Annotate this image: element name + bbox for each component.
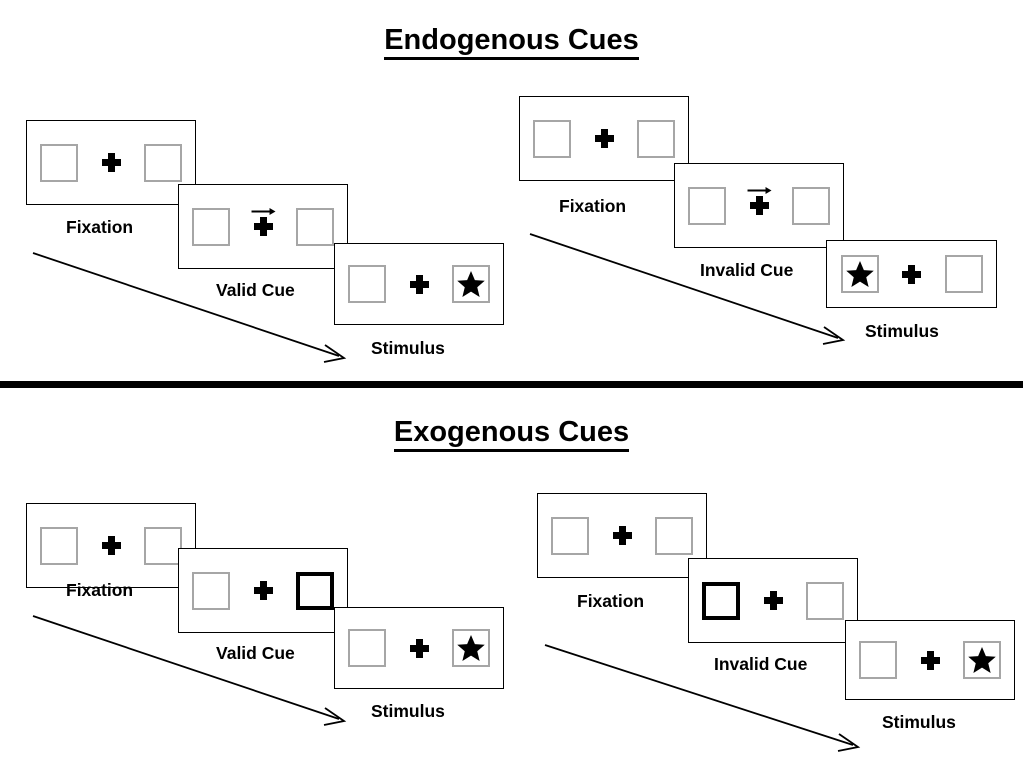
placeholder-box-left: [533, 119, 571, 158]
placeholder-box-left: [859, 641, 897, 679]
stage-label-exogenous-invalid-cue: Invalid Cue: [714, 654, 808, 674]
stage-label-exogenous-valid-cue: Valid Cue: [216, 643, 295, 663]
section-title-endogenous: Endogenous Cues: [0, 24, 1023, 60]
panel-content: [688, 186, 830, 225]
panel-exogenous-valid-fixation: [26, 503, 196, 588]
cued-box-left: [702, 581, 740, 620]
stage-label-exogenous-invalid-fixation: Fixation: [577, 591, 645, 611]
fixation-slot: [744, 186, 774, 225]
placeholder-box-right: [944, 255, 983, 293]
stage-label-endogenous-invalid-fixation: Fixation: [559, 196, 627, 216]
plus-cross-icon: [763, 591, 783, 610]
plus-cross-icon: [101, 153, 121, 172]
placeholder-box-right: [637, 119, 675, 158]
panel-endogenous-valid-stimulus: [334, 243, 504, 325]
panel-content: [551, 516, 693, 555]
fixation-slot: [607, 517, 637, 555]
stage-label-endogenous-invalid-cue: Invalid Cue: [700, 260, 794, 280]
placeholder-box-left: [40, 526, 78, 565]
stage-label-exogenous-invalid-stimulus: Stimulus: [882, 712, 956, 732]
plus-cross-icon: [409, 274, 429, 294]
placeholder-box-right: [452, 265, 490, 303]
placeholder-box-left: [551, 516, 589, 555]
flow-arrow-exogenous-invalid: [544, 644, 861, 752]
plus-cross-icon: [253, 217, 273, 236]
placeholder-box-right: [655, 516, 693, 555]
panel-content: [840, 255, 983, 293]
fixation-slot: [758, 582, 788, 620]
stage-label-endogenous-valid-fixation: Fixation: [66, 217, 134, 237]
section-title-endogenous-text: Endogenous Cues: [384, 24, 639, 60]
fixation-slot: [248, 572, 278, 610]
plus-cross-icon: [101, 536, 121, 555]
fixation-slot: [915, 641, 945, 679]
plus-cross-icon: [253, 581, 273, 600]
plus-cross-icon: [612, 526, 632, 545]
star-icon: [968, 647, 996, 673]
panel-content: [192, 571, 334, 610]
star-icon: [845, 261, 874, 287]
fixation-slot: [589, 120, 619, 158]
panel-exogenous-valid-cue: [178, 548, 348, 633]
panel-endogenous-invalid-fixation: [519, 96, 689, 181]
cued-box-right: [296, 571, 334, 610]
panel-content: [702, 581, 844, 620]
panel-content: [859, 641, 1001, 679]
placeholder-box-left: [348, 629, 386, 667]
panel-endogenous-valid-cue: [178, 184, 348, 269]
panel-content: [533, 119, 675, 158]
star-icon: [457, 635, 485, 661]
fixation-slot: [96, 527, 126, 565]
panel-content: [40, 526, 182, 565]
panel-content: [348, 265, 490, 303]
panel-content: [348, 629, 490, 667]
panel-exogenous-valid-stimulus: [334, 607, 504, 689]
stage-label-endogenous-invalid-stimulus: Stimulus: [865, 321, 939, 341]
section-divider: [0, 381, 1023, 388]
panel-exogenous-invalid-fixation: [537, 493, 707, 578]
placeholder-box-left: [192, 207, 230, 246]
placeholder-box-right: [806, 581, 844, 620]
placeholder-box-right: [144, 526, 182, 565]
placeholder-box-left: [348, 265, 386, 303]
placeholder-box-right: [792, 186, 830, 225]
placeholder-box-right: [296, 207, 334, 246]
placeholder-box-left: [688, 186, 726, 225]
fixation-slot: [404, 629, 434, 667]
fixation-slot: [96, 144, 126, 182]
placeholder-box-right: [963, 641, 1001, 679]
arrow-right-icon: [747, 186, 772, 194]
plus-cross-icon: [594, 129, 614, 148]
panel-endogenous-valid-fixation: [26, 120, 196, 205]
panel-exogenous-invalid-stimulus: [845, 620, 1015, 700]
fixation-slot: [404, 265, 434, 303]
plus-cross-icon: [409, 638, 429, 658]
fixation-slot: [248, 207, 278, 246]
plus-cross-icon: [920, 650, 940, 670]
plus-cross-icon: [902, 264, 921, 284]
section-title-exogenous-text: Exogenous Cues: [393, 416, 630, 452]
panel-content: [40, 143, 182, 182]
stage-label-endogenous-valid-cue: Valid Cue: [216, 280, 295, 300]
placeholder-box-left: [40, 143, 78, 182]
section-title-exogenous: Exogenous Cues: [0, 416, 1023, 452]
stage-label-exogenous-valid-stimulus: Stimulus: [371, 701, 445, 721]
star-icon: [457, 271, 485, 297]
stage-label-endogenous-valid-stimulus: Stimulus: [371, 338, 445, 358]
plus-cross-icon: [749, 196, 769, 215]
placeholder-box-right: [452, 629, 490, 667]
placeholder-box-left: [840, 255, 879, 293]
panel-endogenous-invalid-stimulus: [826, 240, 997, 308]
panel-endogenous-invalid-cue: [674, 163, 844, 248]
placeholder-box-right: [144, 143, 182, 182]
arrow-right-icon: [251, 207, 276, 215]
stage-label-exogenous-valid-fixation: Fixation: [66, 580, 134, 600]
fixation-slot: [897, 255, 927, 293]
panel-content: [192, 207, 334, 246]
placeholder-box-left: [192, 571, 230, 610]
panel-exogenous-invalid-cue: [688, 558, 858, 643]
